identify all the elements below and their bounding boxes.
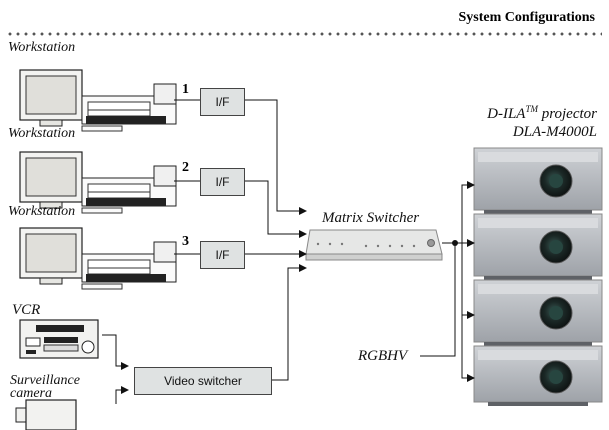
projector-2 [473, 213, 603, 280]
projector-word: projector [537, 106, 597, 122]
interface-box-3: I/F [200, 241, 245, 269]
interface-box-1: I/F [200, 88, 245, 116]
workstation-3 [19, 227, 177, 290]
projector-title: D-ILATM projector [487, 104, 597, 123]
projector-brand: D-ILA [487, 106, 526, 122]
video-switcher-box: Video switcher [134, 367, 272, 395]
workstation-2 [19, 151, 177, 214]
page-title: System Configurations [458, 10, 595, 25]
projector-1 [473, 147, 603, 214]
line-number-1: 1 [182, 82, 189, 97]
connection-lines [102, 99, 475, 404]
matrix-switcher-label: Matrix Switcher [322, 210, 420, 226]
workstation-3-label: Workstation [8, 204, 76, 219]
line-number-2: 2 [182, 160, 189, 175]
projector-3 [473, 279, 603, 346]
workstation-1-label: Workstation [8, 40, 76, 55]
camera-label: Surveillance camera [10, 373, 80, 401]
interface-box-2: I/F [200, 168, 245, 196]
projector-4 [473, 345, 603, 406]
projector-stack [473, 147, 603, 406]
trademark-mark: TM [525, 104, 538, 114]
vcr-device [19, 319, 99, 359]
dotted-divider [6, 32, 602, 36]
workstation-2-label: Workstation [8, 126, 76, 141]
camera-device [15, 399, 77, 430]
vcr-label: VCR [12, 302, 41, 318]
workstation-1 [19, 69, 177, 132]
rgbhv-label: RGBHV [358, 348, 408, 364]
line-number-3: 3 [182, 234, 189, 249]
matrix-switcher [305, 229, 443, 261]
projector-model: DLA-M4000L [512, 124, 597, 140]
